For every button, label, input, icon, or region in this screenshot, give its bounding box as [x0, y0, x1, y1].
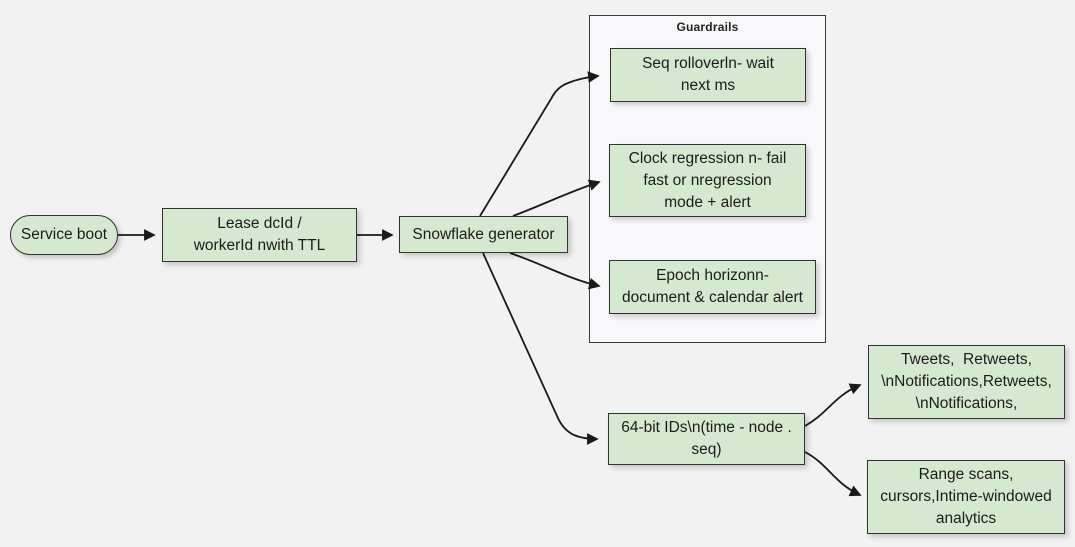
- guardrails-subgraph-title: Guardrails: [676, 20, 739, 34]
- node-epoch-horizon-label: Epoch horizonn- document & calendar aler…: [622, 267, 803, 306]
- node-clock-regression: Clock regression n- fail fast or nregres…: [609, 144, 806, 217]
- edge-generator-to-clock-regression: [512, 179, 601, 217]
- node-lease-dcid-workerid-label: Lease dcId / workerId nwith TTL: [193, 215, 326, 254]
- node-service-boot-label: Service boot: [20, 226, 108, 243]
- edge-generator-to-64bit-ids: [482, 252, 599, 445]
- node-lease-dcid-workerid: Lease dcId / workerId nwith TTL: [162, 208, 357, 262]
- node-snowflake-generator: Snowflake generator: [399, 216, 568, 253]
- node-seq-rollover-label: Seq rolloverln- wait next ms: [642, 55, 774, 94]
- node-range-scans-analytics: Range scans, cursors,Intime-windowed ana…: [867, 460, 1065, 534]
- edge-generator-to-epoch-horizon: [509, 252, 601, 290]
- edge-generator-to-seq-rollover: [479, 71, 600, 217]
- node-epoch-horizon: Epoch horizonn- document & calendar aler…: [609, 260, 816, 314]
- node-64bit-ids-label: 64-bit IDs\n(time - node . seq): [621, 419, 792, 458]
- node-64bit-ids: 64-bit IDs\n(time - node . seq): [608, 413, 805, 465]
- node-snowflake-generator-label: Snowflake generator: [412, 225, 555, 243]
- edge-64bit-ids-to-range-scans: [804, 451, 862, 497]
- node-service-boot: Service boot: [10, 215, 118, 255]
- node-tweets-retweets-notifications-label: Tweets, Retweets, \nNotifications,Retwee…: [881, 351, 1052, 412]
- node-tweets-retweets-notifications: Tweets, Retweets, \nNotifications,Retwee…: [868, 345, 1065, 419]
- node-range-scans-analytics-label: Range scans, cursors,Intime-windowed ana…: [880, 466, 1052, 527]
- node-clock-regression-label: Clock regression n- fail fast or nregres…: [628, 149, 787, 211]
- node-seq-rollover: Seq rolloverln- wait next ms: [610, 48, 806, 102]
- edge-64bit-ids-to-tweets: [804, 383, 862, 427]
